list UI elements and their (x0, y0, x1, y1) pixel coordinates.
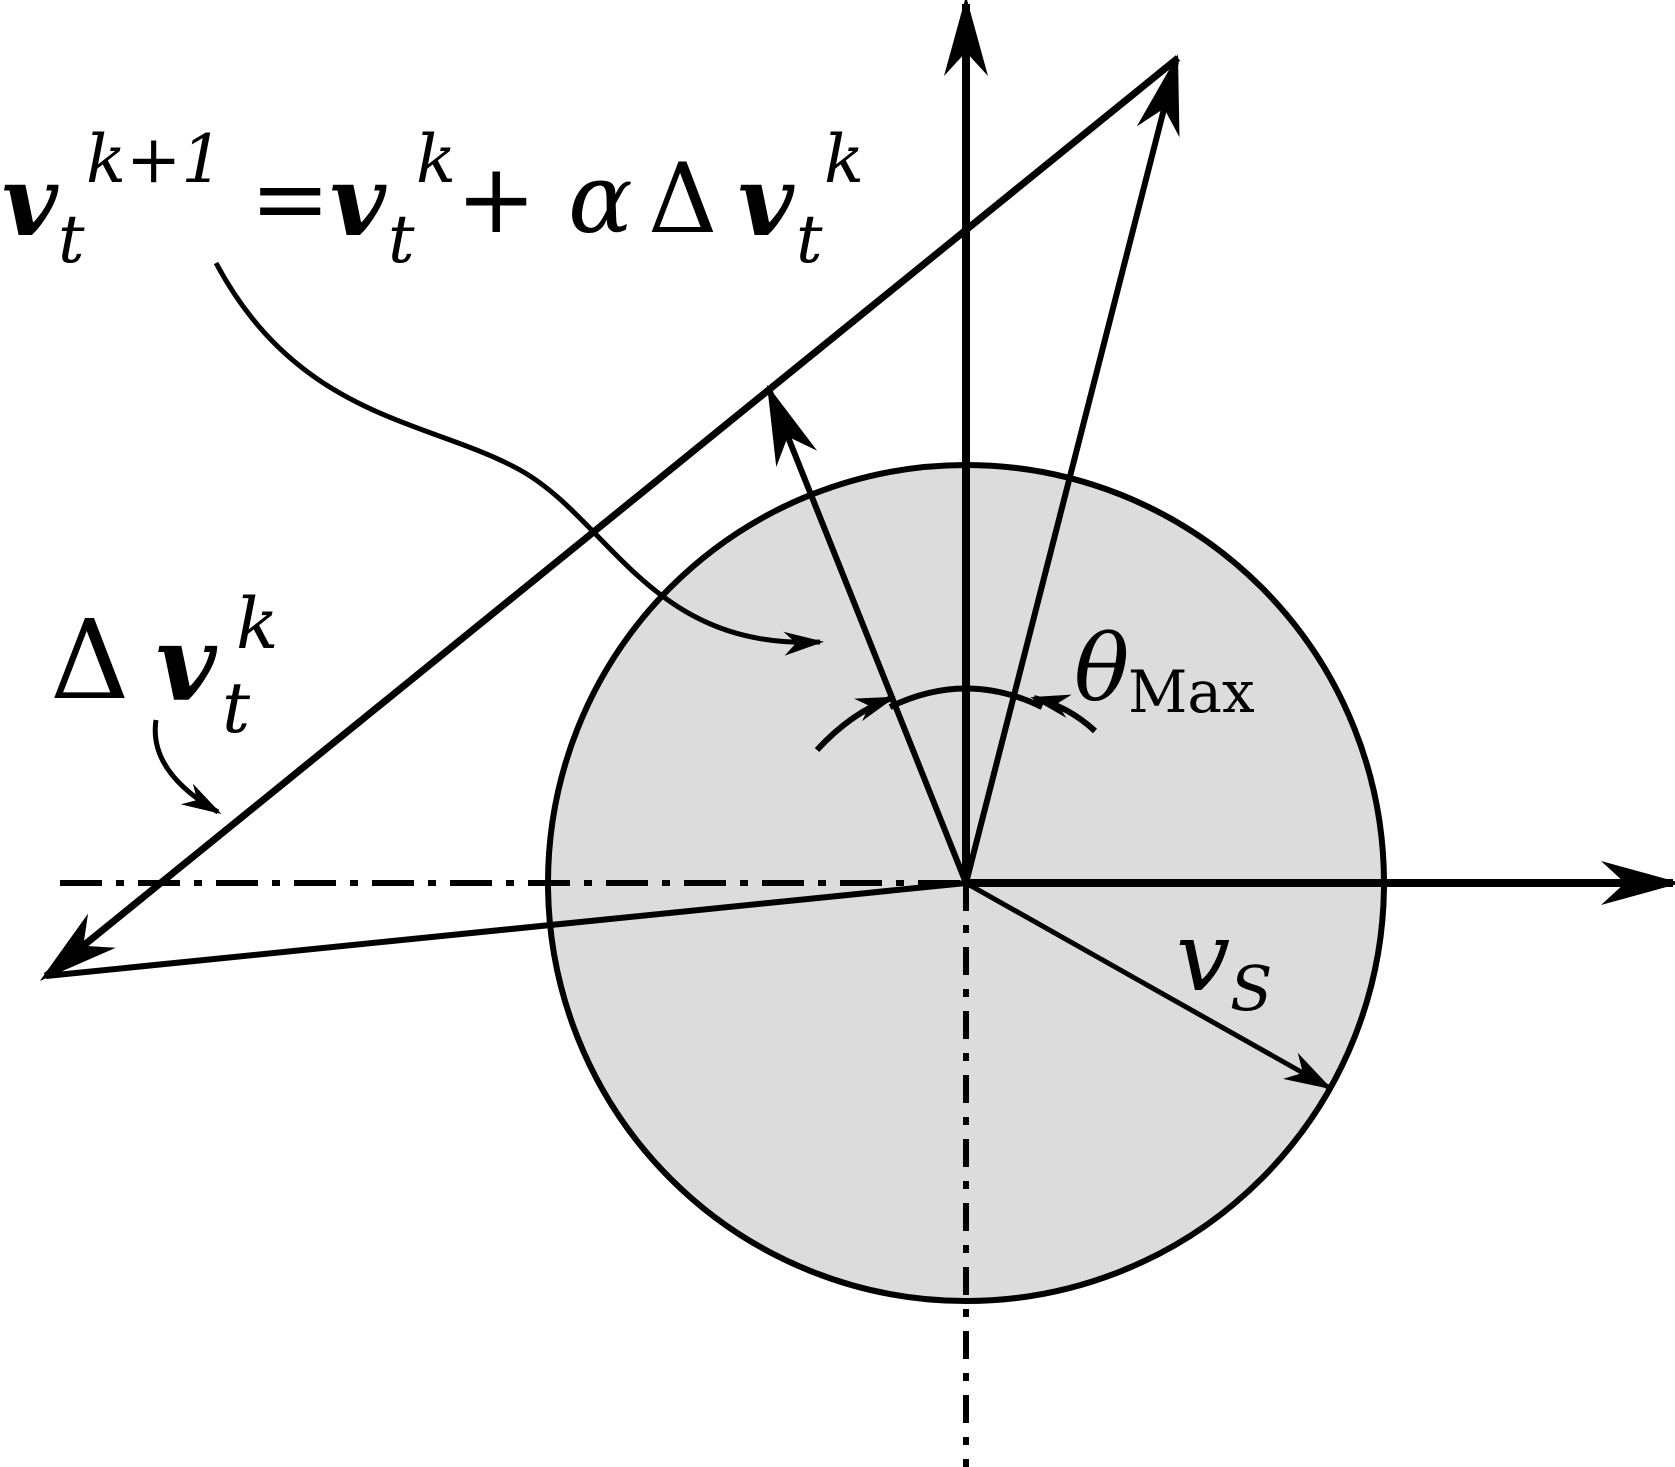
update-rule-delta: Δ (648, 143, 717, 255)
v-s-subscript: S (1230, 952, 1272, 1025)
update-rule-leader-curve (213, 261, 824, 656)
update-rule-term1-v: v (330, 145, 387, 258)
update-rule-lhs-t: t (58, 201, 85, 278)
delta-v-superscript: k (236, 583, 278, 665)
max-speed-radius-vector (964, 880, 1333, 1090)
unprojected-velocity-vector (963, 54, 1180, 884)
theta-max-arrow-right (1030, 694, 1098, 734)
current-velocity-vector (45, 880, 967, 979)
update-rule-term2-t: t (796, 201, 823, 278)
updated-velocity-vector (767, 384, 969, 885)
theta-max-label: θ Max (1074, 615, 1255, 726)
delta-v-label: Δ v t k (50, 583, 278, 749)
delta-v-leader-curve (152, 719, 222, 815)
delta-v-subscript: t (222, 667, 251, 749)
delta-v-symbol: v (156, 602, 218, 725)
update-rule-lhs-k1: k+1 (86, 121, 223, 198)
theta-max-symbol: θ (1074, 615, 1129, 722)
update-rule-term1-k: k (416, 121, 456, 198)
update-rule-term1-t: t (388, 201, 415, 278)
update-rule-lhs-v: v (2, 145, 59, 258)
update-rule-term2-k: k (824, 121, 864, 198)
update-rule-equals: = (250, 143, 330, 255)
update-rule-term2-v: v (738, 145, 795, 258)
update-rule-alpha: α (568, 143, 633, 255)
update-rule-label: v t k+1 = v t k + α Δ v t k (2, 121, 864, 278)
v-s-label: v S (1176, 901, 1272, 1025)
v-s-symbol: v (1176, 901, 1230, 1013)
update-rule-plus: + (456, 143, 536, 255)
delta-velocity-vector (39, 55, 1181, 982)
theta-max-arrow-left (814, 695, 896, 753)
theta-max-subscript: Max (1128, 658, 1255, 726)
theta-max-arc (888, 685, 1044, 710)
delta-v-delta: Δ (50, 596, 129, 724)
